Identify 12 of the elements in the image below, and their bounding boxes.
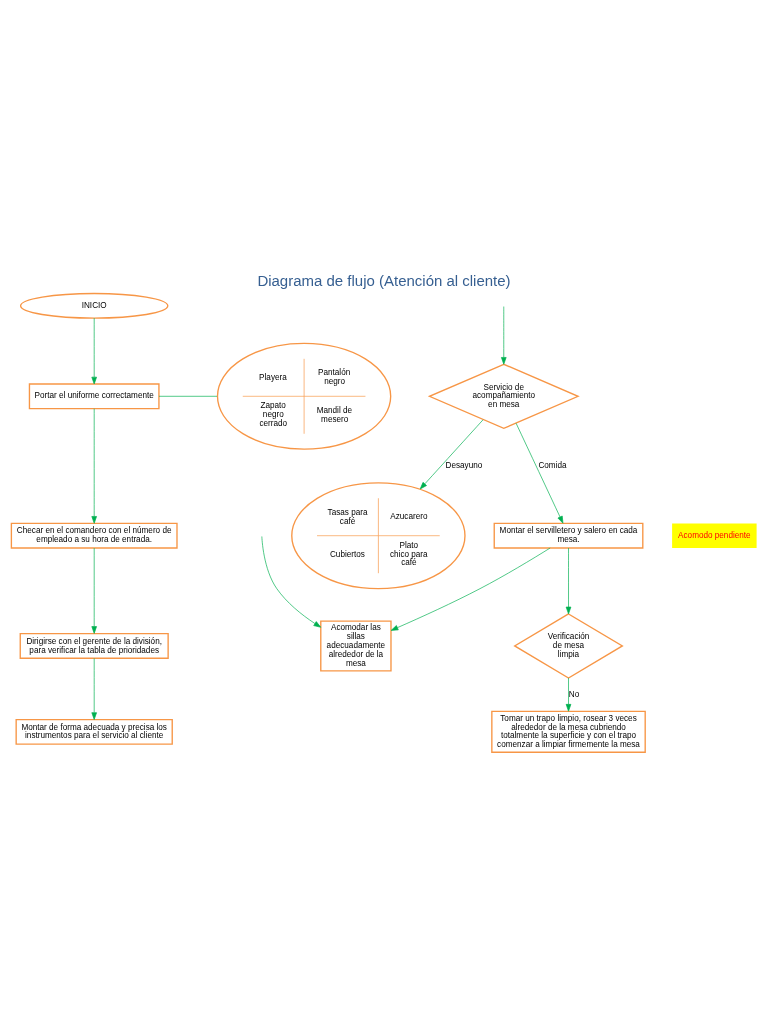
arrow [91, 408, 97, 524]
arrow [565, 547, 572, 615]
arrow [91, 547, 97, 634]
arrow [261, 536, 322, 628]
arrow [91, 658, 97, 720]
arrow [419, 419, 484, 490]
diagram-title: Diagrama de flujo (Atención al cliente) [257, 272, 511, 290]
arrow [565, 677, 572, 712]
arrow [390, 547, 551, 631]
arrow [515, 422, 564, 524]
arrow [501, 306, 507, 365]
arrow [91, 317, 97, 385]
